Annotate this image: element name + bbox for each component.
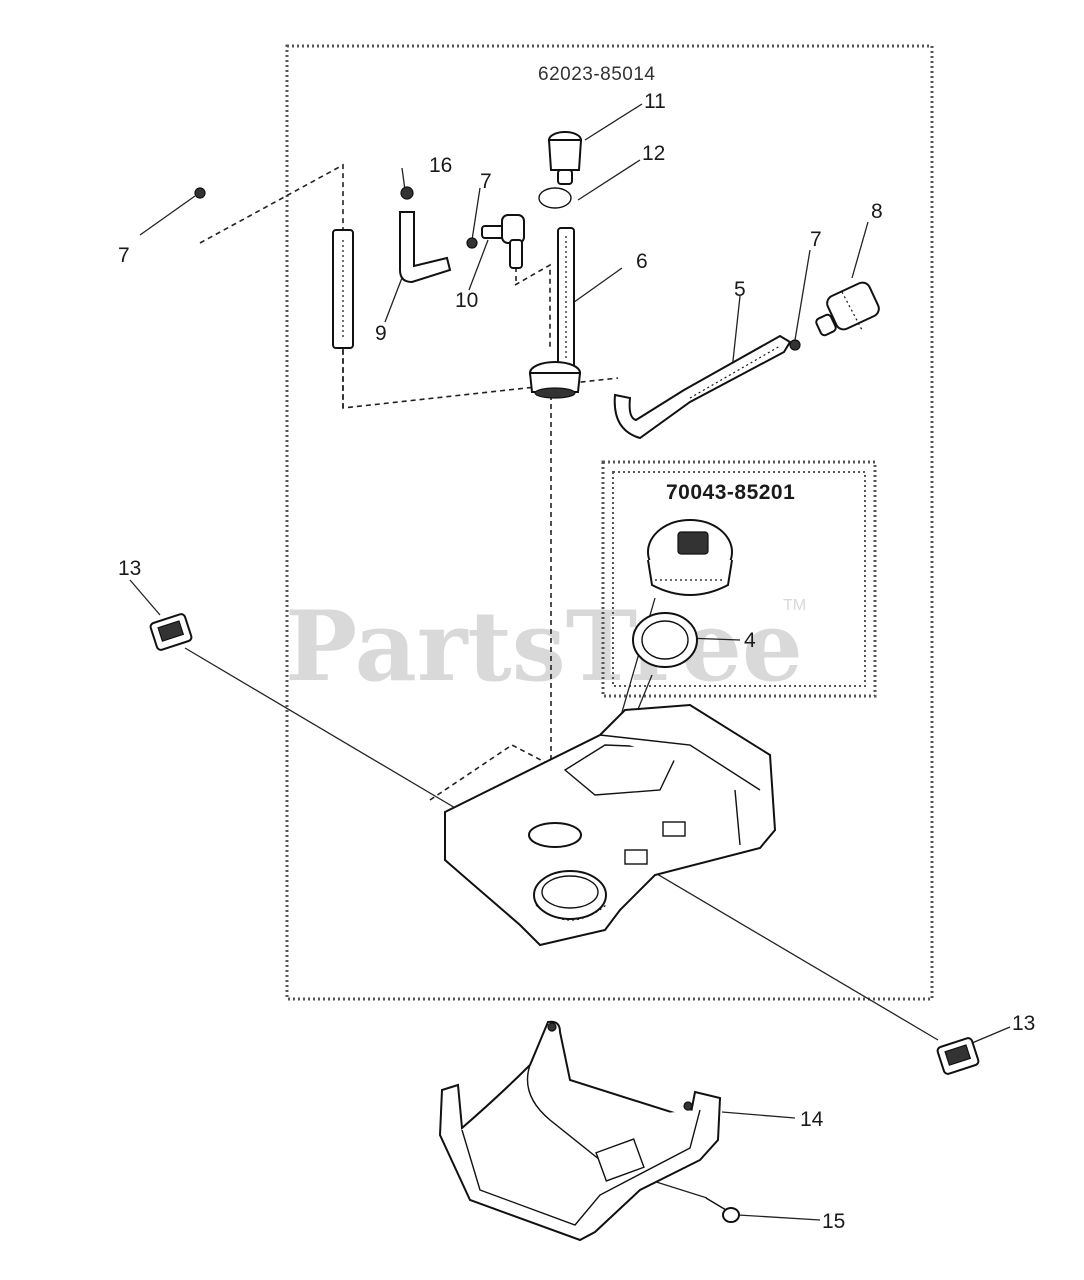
callout-15[interactable]: 15 xyxy=(822,1210,845,1233)
callout-12[interactable]: 12 xyxy=(642,142,665,165)
callout-7-c[interactable]: 7 xyxy=(810,228,822,251)
assembly-frame xyxy=(285,44,934,1001)
callout-13-left[interactable]: 13 xyxy=(118,557,141,580)
callout-7[interactable]: 7 xyxy=(118,244,130,267)
callout-11[interactable]: 11 xyxy=(644,90,666,113)
callout-4[interactable]: 4 xyxy=(744,629,756,652)
kit-frame xyxy=(601,460,877,698)
callout-14[interactable]: 14 xyxy=(800,1108,824,1131)
callout-13-right[interactable]: 13 xyxy=(1012,1012,1035,1035)
o-ring-part-12[interactable] xyxy=(538,187,572,209)
bracket-part-14[interactable] xyxy=(438,1020,722,1242)
clip-part-13-right[interactable] xyxy=(936,1037,980,1075)
kit-part-number[interactable]: 70043-85201 xyxy=(666,481,795,504)
clip-part-13-left[interactable] xyxy=(149,613,193,651)
cap-part-16[interactable] xyxy=(400,186,414,200)
watermark-tm: TM xyxy=(783,597,806,614)
callout-9[interactable]: 9 xyxy=(375,322,387,345)
callout-6[interactable]: 6 xyxy=(636,250,648,273)
pickup-tube-part-6[interactable] xyxy=(528,227,582,399)
fuel-tank[interactable] xyxy=(444,703,777,947)
screw-part-15[interactable] xyxy=(705,1197,740,1223)
filter-hose[interactable] xyxy=(332,229,354,349)
callout-10[interactable]: 10 xyxy=(455,289,478,312)
callout-5[interactable]: 5 xyxy=(734,278,746,301)
elbow-hose-part-9[interactable] xyxy=(399,211,452,284)
grommet-part-7-b[interactable] xyxy=(466,237,478,249)
elbow-fitting-part-10[interactable] xyxy=(481,214,525,269)
fuel-filter-part-8[interactable] xyxy=(815,280,882,337)
callout-7-b[interactable]: 7 xyxy=(480,170,492,193)
watermark-text: PartsTree xyxy=(285,590,803,703)
grommet-part-7[interactable] xyxy=(194,187,206,199)
fuel-cap[interactable] xyxy=(647,519,733,596)
callouts: 7 16 7 11 12 8 7 6 5 9 10 4 13 13 14 15 xyxy=(118,90,1035,1233)
grommet-part-7-c[interactable] xyxy=(789,339,801,351)
fuel-line-part-5[interactable] xyxy=(613,334,792,440)
kit-frame-inner xyxy=(612,471,866,687)
assembly-part-number[interactable]: 62023-85014 xyxy=(538,64,656,85)
watermark: PartsTree TM xyxy=(285,590,806,703)
callout-16[interactable]: 16 xyxy=(429,154,452,177)
primer-bulb-part-11[interactable] xyxy=(547,131,583,185)
callout-8[interactable]: 8 xyxy=(871,200,883,223)
gasket-ring-part-4[interactable] xyxy=(632,612,698,668)
